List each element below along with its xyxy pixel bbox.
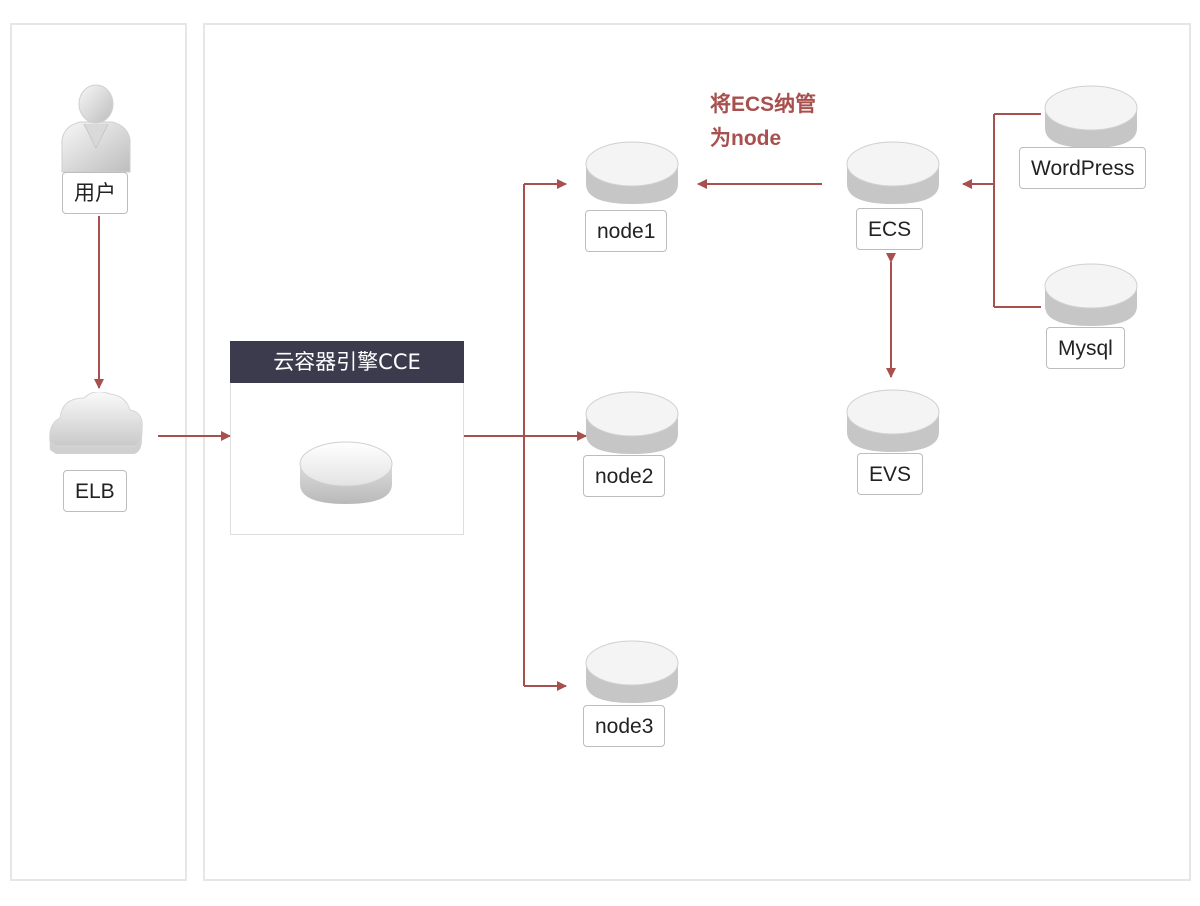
mysql-label: Mysql (1046, 327, 1125, 369)
cce-disk-icon (298, 440, 394, 506)
node1-label: node1 (585, 210, 668, 252)
mysql-disk-icon (1043, 262, 1139, 328)
node3-label: node3 (583, 705, 666, 747)
elb-label: ELB (63, 470, 127, 512)
node3-disk-icon (584, 639, 680, 705)
node1-disk-icon (584, 140, 680, 206)
user-icon (56, 82, 136, 174)
cloud-icon (46, 391, 146, 468)
evs-label: EVS (857, 453, 924, 495)
ecs-disk-icon (845, 140, 941, 206)
wordpress-disk-icon (1043, 84, 1139, 150)
node2-label: node2 (583, 455, 666, 497)
annotation-line2: 为node (710, 127, 782, 150)
cce-title: 云容器引擎CCE (230, 341, 464, 383)
wordpress-label: WordPress (1019, 147, 1147, 189)
evs-disk-icon (845, 388, 941, 454)
ecs-label: ECS (856, 208, 924, 250)
annotation-line1: 将ECS纳管 (710, 93, 817, 116)
node2-disk-icon (584, 390, 680, 456)
user-label: 用户 (62, 172, 128, 214)
